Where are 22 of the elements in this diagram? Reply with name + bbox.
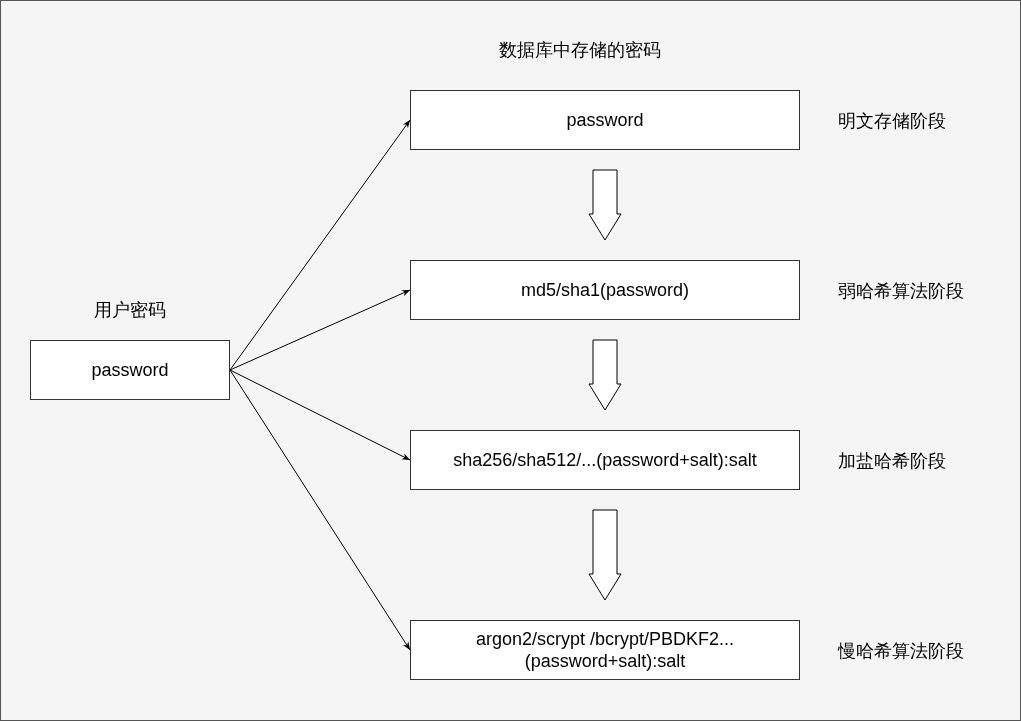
arrow — [229, 119, 411, 371]
stage-label: 慢哈希算法阶段 — [838, 640, 964, 663]
block-arrow — [588, 509, 622, 601]
text-box — [410, 430, 800, 490]
heading: 数据库中存储的密码 — [498, 39, 662, 62]
text-box — [410, 620, 800, 680]
box-label: password — [91, 359, 169, 381]
stage-label: 明文存储阶段 — [838, 110, 946, 133]
box-label: sha256/sha512/...(password+salt):salt — [453, 449, 757, 471]
arrow — [229, 369, 411, 461]
stage-label: 加盐哈希阶段 — [838, 450, 946, 473]
text-box — [410, 90, 800, 150]
heading: 用户密码 — [93, 299, 167, 321]
box-label: password — [566, 109, 644, 131]
arrow — [229, 369, 411, 651]
block-arrow — [588, 339, 622, 411]
block-arrow — [588, 169, 622, 241]
stage-label: 弱哈希算法阶段 — [838, 280, 964, 303]
text-box — [410, 260, 800, 320]
arrow — [229, 289, 411, 371]
box-label: argon2/scrypt /bcrypt/PBDKF2...(password+salt):salt — [474, 628, 736, 672]
box-label: md5/sha1(password) — [520, 279, 690, 301]
